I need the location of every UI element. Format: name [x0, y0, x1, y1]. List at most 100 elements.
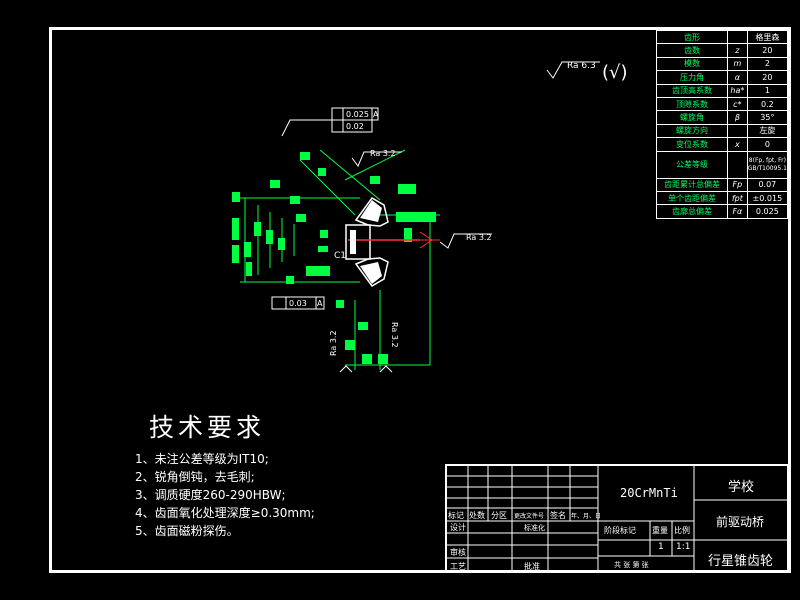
param-value: 0: [746, 137, 789, 152]
roughness-general-text: Ra 6.3: [567, 61, 596, 71]
tb-change-doc: 更改文件号: [514, 513, 545, 520]
param-name: 螺旋角: [655, 110, 729, 125]
param-symbol: c*: [727, 96, 748, 112]
param-name: 齿形: [655, 29, 729, 45]
param-value: 35°: [746, 110, 789, 125]
roughness-label-2: Ra 3.2: [466, 233, 492, 242]
tb-date: 年、月、日: [571, 513, 602, 520]
tb-review: 审核: [450, 548, 466, 557]
tb-standardize: 标准化: [524, 524, 545, 532]
table-row: 齿形 格里森: [655, 29, 789, 45]
roughness-general-suffix: (√): [602, 62, 628, 83]
dimension-numbers: [232, 152, 436, 364]
param-value: 20: [746, 43, 789, 58]
param-name: 单个齿距偏差: [655, 190, 729, 206]
param-value: 0.025: [746, 204, 789, 219]
technical-requirements: 技术要求 1、未注公差等级为IT10; 2、锐角倒钝，去毛刺; 3、调质硬度26…: [135, 408, 315, 540]
param-value: 格里森: [746, 29, 789, 45]
tb-weight: 重量: [652, 526, 668, 535]
tb-design: 设计: [450, 523, 466, 532]
param-value: 左旋: [746, 123, 789, 139]
roughness-label-4: Ra 3.2: [390, 322, 399, 348]
param-name: 螺旋方向: [655, 123, 729, 139]
roughness-label-3: Ra 3.2: [329, 330, 338, 356]
tech-req-note: 2、锐角倒钝，去毛刺;: [135, 470, 255, 484]
param-value: 1: [746, 83, 789, 98]
param-symbol: [727, 29, 748, 45]
param-symbol: α: [727, 70, 748, 85]
assembly-label: 前驱动桥: [716, 515, 765, 529]
tb-stage-mark: 阶段标记: [604, 526, 636, 535]
param-symbol: Fα: [727, 204, 748, 219]
param-value: 20: [746, 70, 789, 85]
tb-mark: 标记: [448, 511, 464, 520]
gear-teeth-fill: [350, 200, 382, 284]
param-name: 压力角: [655, 70, 729, 85]
param-symbol: Fp: [727, 177, 748, 192]
tech-req-note: 4、齿面氧化处理深度≥0.30mm;: [135, 506, 315, 520]
material-label: 20CrMnTi: [620, 486, 678, 500]
param-value: 8(Fp, fpt, Fr) GB/T10095.1: [746, 150, 789, 179]
drawing-border: [49, 27, 791, 573]
tolerance-value-3: 0.03: [289, 299, 307, 308]
param-name: 齿廓总偏差: [655, 204, 729, 219]
param-symbol: [727, 123, 748, 139]
param-name: 齿距累计总偏差: [655, 177, 729, 192]
param-symbol: fpt: [727, 190, 748, 206]
tolerance-frame-bottom: [271, 296, 325, 310]
title-block-lines: [445, 464, 789, 572]
param-symbol: m: [727, 56, 748, 72]
tolerance-datum-3: A: [317, 299, 323, 308]
centerline-arrows: [372, 231, 440, 249]
param-value: 0.07: [746, 177, 789, 192]
tolerance-frame-top: [281, 107, 379, 137]
param-symbol: ha*: [727, 83, 748, 98]
tb-process: 工艺: [450, 562, 466, 571]
school-label: 学校: [728, 480, 755, 495]
part-name-label: 行星锥齿轮: [708, 554, 774, 569]
tolerance-value-2: 0.02: [346, 122, 364, 131]
param-symbol: β: [727, 110, 748, 125]
roughness-label-1: Ra 3.2: [370, 149, 396, 158]
param-value: 2: [746, 56, 789, 72]
scale-value: 1:1: [676, 542, 691, 552]
tb-approve: 批准: [524, 562, 540, 571]
param-symbol: x: [727, 137, 748, 152]
quantity-value: 1: [658, 542, 664, 552]
table-row: 公差等级 8(Fp, fpt, Fr) GB/T10095.1: [655, 150, 789, 179]
tech-req-note: 5、齿面磁粉探伤。: [135, 524, 239, 538]
tb-sign: 签名: [550, 511, 566, 520]
param-name: 模数: [655, 56, 729, 72]
param-value: 0.2: [746, 96, 789, 112]
param-name: 齿顶高系数: [655, 83, 729, 98]
tech-req-title: 技术要求: [149, 413, 266, 442]
param-name: 变位系数: [655, 137, 729, 152]
param-value: ±0.015: [746, 190, 789, 206]
param-symbol: [727, 150, 748, 179]
roughness-general-mark: [546, 61, 600, 79]
tb-zone: 分区: [491, 511, 507, 520]
tech-req-note: 1、未注公差等级为IT10;: [135, 452, 269, 466]
param-name: 齿数: [655, 43, 729, 58]
tech-req-note: 3、调质硬度260-290HBW;: [135, 488, 286, 502]
tolerance-datum-1: A: [373, 110, 379, 119]
tb-count: 处数: [469, 511, 485, 520]
param-name: 公差等级: [655, 150, 729, 179]
tb-sheets: 共 张 第 张: [614, 561, 649, 569]
tb-scale-label: 比例: [674, 526, 690, 535]
param-name: 顶隙系数: [655, 96, 729, 112]
table-row: 螺旋方向 左旋: [655, 123, 789, 139]
param-symbol: z: [727, 43, 748, 58]
